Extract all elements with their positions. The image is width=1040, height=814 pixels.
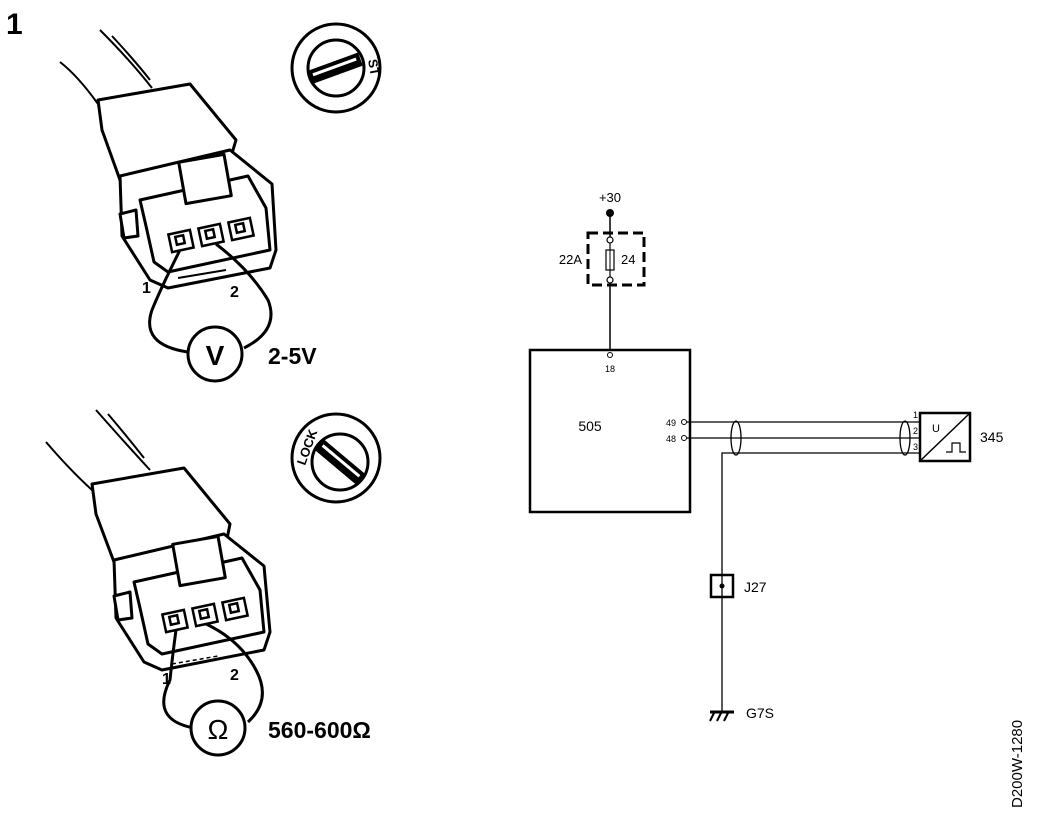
ecu-pin-18-label: 18 (605, 364, 615, 374)
voltmeter-icon (186, 325, 244, 383)
upper-test-leads (148, 242, 273, 354)
sensor-pin-2-label: 2 (913, 426, 918, 436)
ignition-switch-lock-icon (290, 412, 382, 504)
ecu-pin-49-terminal (681, 419, 687, 425)
ecu-pin-18-terminal (607, 352, 613, 358)
voltmeter-symbol: V (206, 340, 225, 371)
upper-pin-label-2: 2 (230, 284, 239, 301)
upper-connector-body (96, 82, 278, 290)
sensor-pin-3-label: 3 (913, 442, 918, 452)
ohmmeter-symbol: Ω (208, 714, 229, 745)
lower-pin-label-1: 1 (162, 671, 171, 688)
ecu-pin-49-label: 49 (666, 418, 676, 428)
supply-label: +30 (599, 190, 621, 205)
figure-number: 1 (6, 8, 23, 41)
lower-cable (45, 409, 151, 491)
fuse-box (586, 231, 646, 287)
upper-expected-value: 2-5V (268, 343, 317, 369)
shield-mark-sensor (899, 420, 911, 456)
lower-connector-body (90, 466, 272, 672)
switch-position-st: ST (365, 58, 383, 77)
lower-connector-edge (171, 655, 219, 665)
fuse-box-label: 22A (559, 252, 582, 267)
sensor-pin-1-label: 1 (913, 410, 918, 420)
fuse-bottom-terminal (606, 276, 614, 284)
upper-connector-test: 1 2 V 2-5V ST (59, 22, 383, 383)
upper-cable (59, 29, 153, 105)
ecu-pin-48-terminal (681, 435, 687, 441)
ecu-box (528, 348, 692, 514)
ecu-label: 505 (578, 418, 602, 434)
ground-label: G7S (746, 705, 774, 721)
reference-code: D200W-1280 (1009, 720, 1026, 808)
sensor-signal-wires (687, 421, 920, 575)
ohmmeter-icon (189, 699, 247, 757)
upper-connector-edge (177, 269, 227, 279)
shield-mark-ecu (730, 420, 742, 456)
wiring-schematic: +30 22A 24 18 505 49 48 (528, 190, 1004, 722)
upper-pin-label-1: 1 (142, 280, 151, 297)
ecu-pin-48-label: 48 (666, 434, 676, 444)
lower-expected-value: 560-600Ω (268, 717, 371, 743)
sensor-symbol: U (932, 423, 940, 435)
lower-pin-label-2: 2 (230, 667, 239, 684)
lower-test-leads (162, 622, 264, 730)
fuse-top-terminal (606, 236, 614, 244)
lower-connector-pins (160, 596, 250, 634)
fuse-label: 24 (621, 252, 635, 267)
ignition-switch-st-icon (290, 22, 382, 114)
junction-node (719, 583, 725, 589)
sensor-label: 345 (980, 429, 1004, 445)
ground-icon (709, 710, 734, 722)
sensor-divider (919, 412, 971, 462)
junction-label: J27 (744, 579, 767, 595)
lower-connector-test: 1 2 Ω 560-600Ω LOCK (45, 409, 382, 757)
sensor-pulse-icon (946, 442, 966, 453)
upper-connector-pins (166, 216, 256, 254)
